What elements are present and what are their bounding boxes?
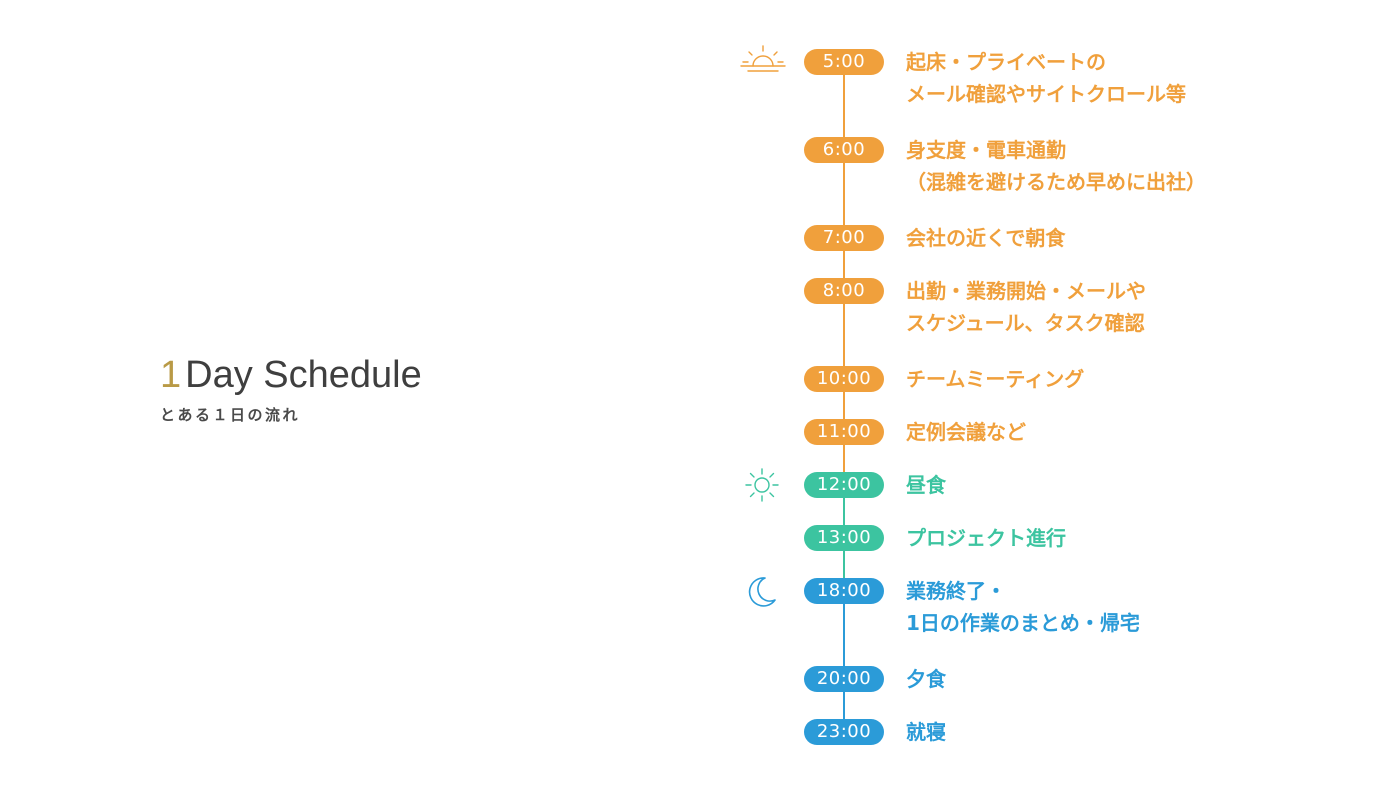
time-badge: 10:00 [804,366,884,392]
schedule-description: 出勤・業務開始・メールやスケジュール、タスク確認 [906,275,1146,339]
schedule-description: 業務終了・ 1日の作業のまとめ・帰宅 [906,575,1140,639]
description-line: 起床・プライベートの [906,50,1106,74]
time-badge: 23:00 [804,719,884,745]
description-line: 夕食 [906,667,946,691]
schedule-description: プロジェクト進行 [906,522,1066,554]
time-badge: 7:00 [804,225,884,251]
description-line: メール確認やサイトクロール等 [906,82,1186,106]
schedule-description: 会社の近くで朝食 [906,222,1065,254]
time-badge: 8:00 [804,278,884,304]
schedule-description: 定例会議など [906,416,1026,448]
timeline-connector [843,692,845,719]
timeline-connector [843,445,845,472]
timeline-connector [843,75,845,137]
schedule-description: 昼食 [906,469,946,501]
schedule-description: 起床・プライベートのメール確認やサイトクロール等 [906,46,1186,110]
sunrise-icon [740,45,786,72]
time-badge: 18:00 [804,578,884,604]
schedule-description: チームミーティング [906,363,1084,395]
time-badge: 6:00 [804,137,884,163]
description-line: 業務終了・ [906,579,1006,603]
timeline-connector [843,551,845,578]
timeline-connector [843,392,845,419]
description-line: チームミーティング [906,367,1085,391]
description-line: プロジェクト進行 [906,526,1066,550]
schedule-description: 夕食 [906,663,946,695]
description-line: スケジュール、タスク確認 [906,311,1145,335]
schedule-description: 就寝 [906,716,946,748]
title-number: 1 [160,354,182,396]
timeline-connector [843,304,845,366]
timeline-connector [843,604,845,666]
description-line: 昼食 [906,473,946,497]
description-line: 定例会議など [906,420,1026,444]
timeline-connector [843,498,845,525]
description-line: 会社の近くで朝食 [906,226,1066,250]
title-text: Day Schedule [185,354,422,396]
description-line: 1日の作業のまとめ・帰宅 [906,611,1140,635]
time-badge: 12:00 [804,472,884,498]
description-line: 就寝 [906,720,946,744]
description-line: 身支度・電車通勤 [906,138,1066,162]
sun-icon [745,468,779,502]
schedule-description: 身支度・電車通勤 （混雑を避けるため早めに出社） [906,134,1206,198]
time-badge: 5:00 [804,49,884,75]
time-badge: 13:00 [804,525,884,551]
page-subtitle: とある１日の流れ [160,406,301,424]
time-badge: 11:00 [804,419,884,445]
timeline-connector [843,251,845,278]
description-line: 出勤・業務開始・メールや [906,279,1146,303]
timeline-connector [843,163,845,225]
moon-icon [748,577,776,607]
description-line: （混雑を避けるため早めに出社） [906,170,1206,194]
time-badge: 20:00 [804,666,884,692]
